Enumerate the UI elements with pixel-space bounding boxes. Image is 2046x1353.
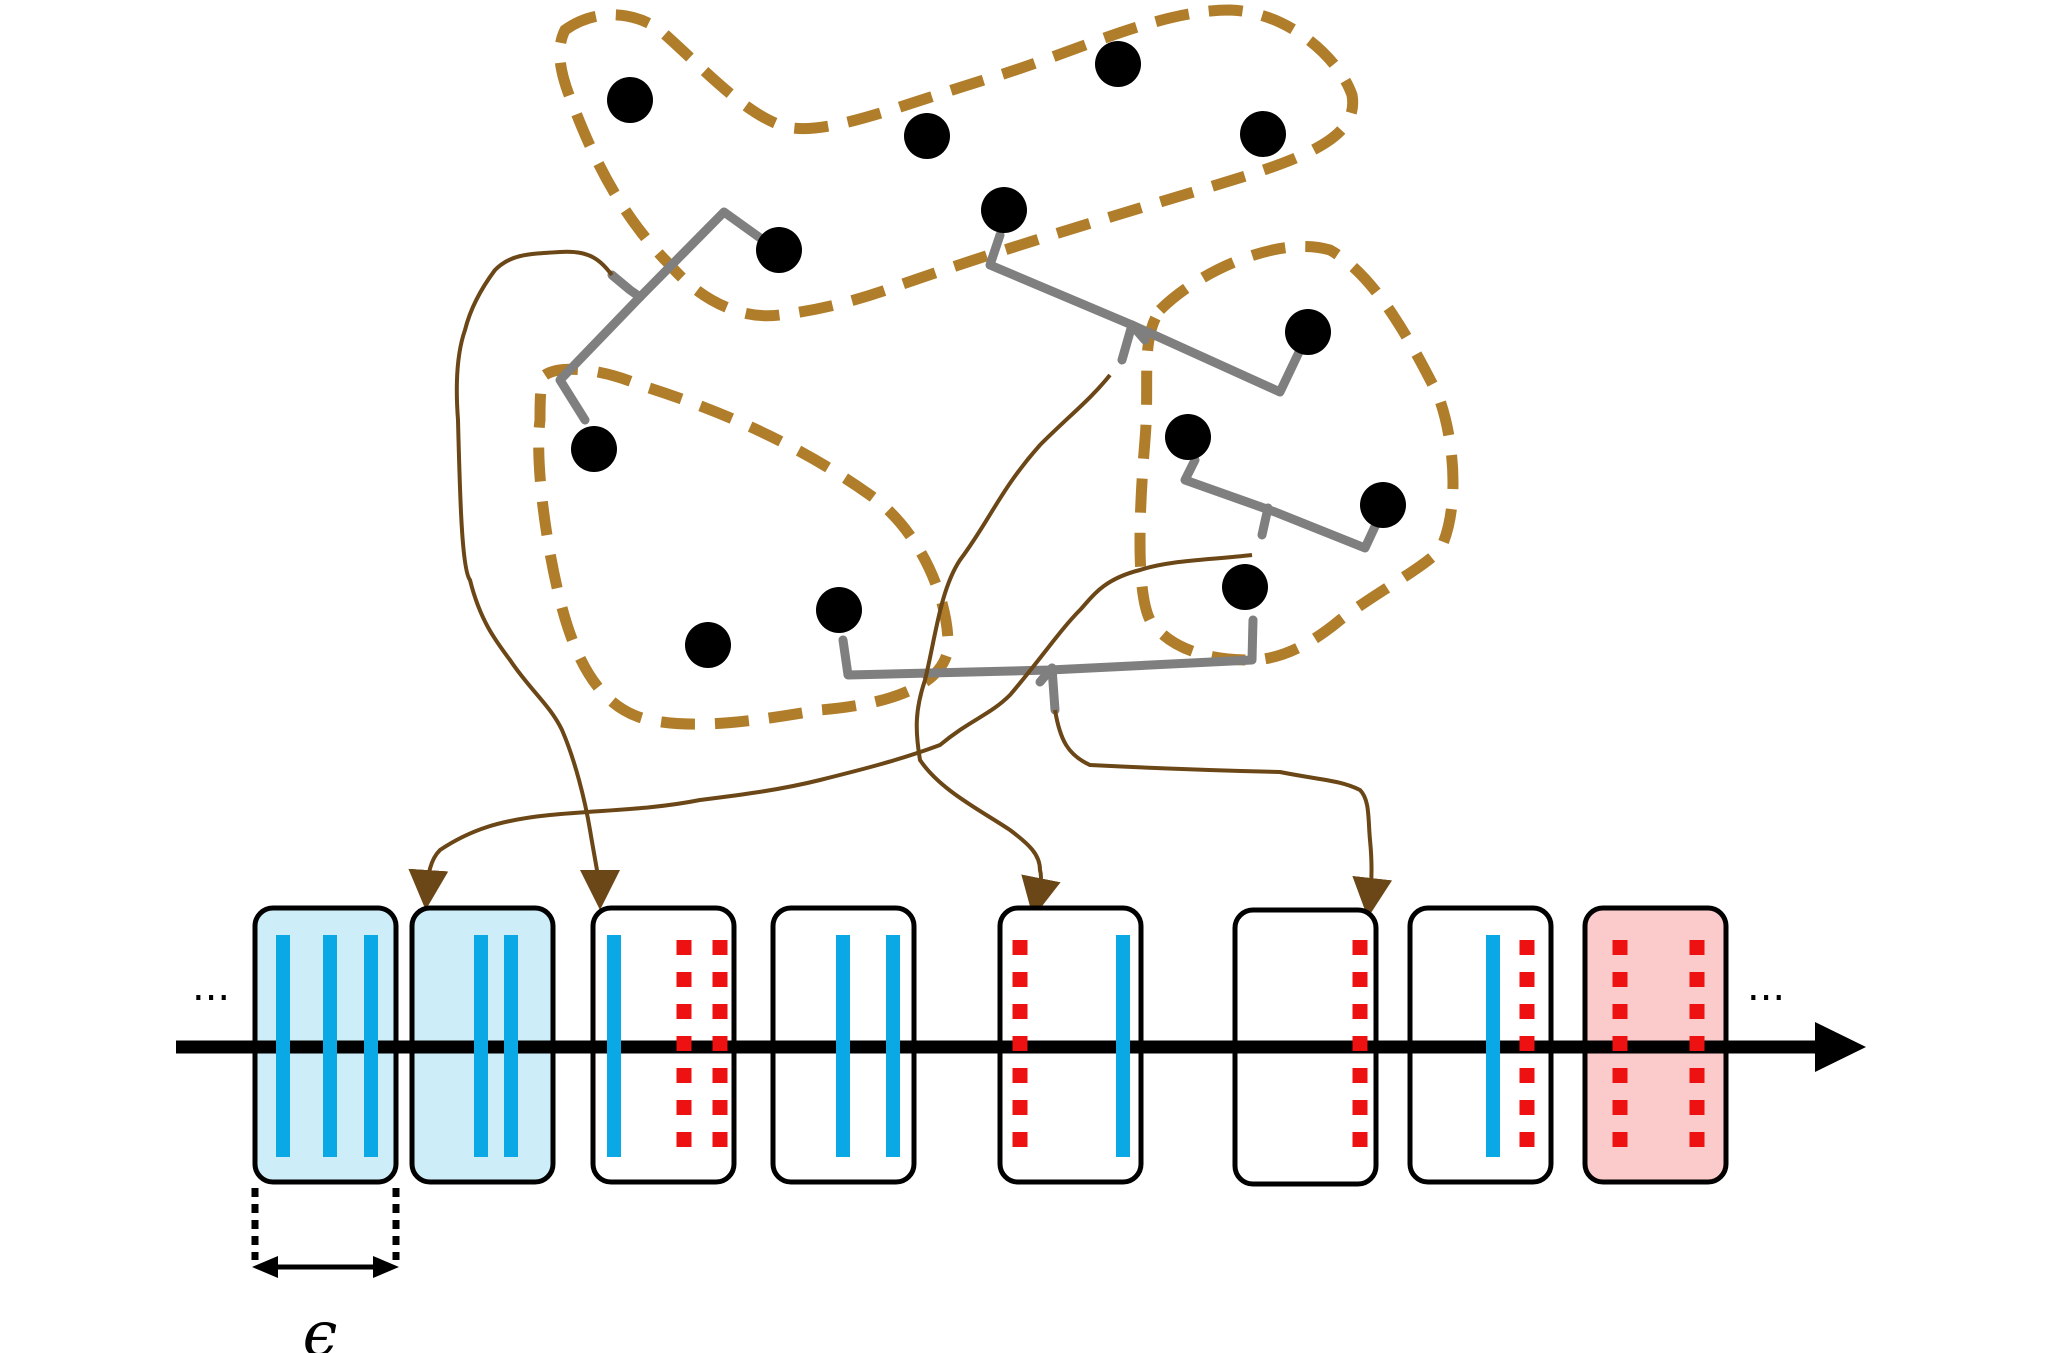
mapping-arrow-3 [914, 373, 1112, 918]
mapping-arrow-4 [1053, 709, 1393, 918]
mapping-arrows [408, 249, 1393, 918]
blue-bar [323, 935, 337, 1157]
timeline [176, 1022, 1866, 1072]
cluster-outline-right [1134, 241, 1459, 666]
data-point [756, 227, 802, 273]
data-point [685, 622, 731, 668]
red-dotted-columns [676, 940, 1705, 1157]
data-point [1285, 309, 1331, 355]
blue-bar [364, 935, 378, 1157]
data-point [1222, 564, 1268, 610]
cluster-outline-top [554, 4, 1359, 322]
data-point [816, 587, 862, 633]
blue-bar [276, 935, 290, 1157]
blue-bars [276, 935, 1500, 1157]
blue-bar [1486, 935, 1500, 1157]
timeline-left-ellipsis: ... [192, 964, 230, 1010]
blue-bar [1116, 935, 1130, 1157]
data-point [1165, 414, 1211, 460]
data-point [1240, 111, 1286, 157]
timeline-right-ellipsis: ... [1747, 964, 1785, 1010]
mapping-arrow-1 [454, 249, 620, 910]
cluster-outline-left [533, 363, 954, 730]
data-point [904, 113, 950, 159]
window-width-label: ϵ [303, 1297, 338, 1353]
blue-bar [607, 935, 621, 1157]
data-point [607, 77, 653, 123]
blue-bar [836, 935, 850, 1157]
data-points [571, 41, 1406, 668]
blue-bar [886, 935, 900, 1157]
mapping-arrow-2 [408, 553, 1253, 910]
data-point [571, 426, 617, 472]
timeline-arrowhead [1815, 1022, 1866, 1072]
cluster-outlines [533, 4, 1459, 730]
blue-bar [474, 935, 488, 1157]
window-width-marker [251, 1188, 400, 1278]
data-point [981, 187, 1027, 233]
data-point [1095, 41, 1141, 87]
data-point [1360, 482, 1406, 528]
merge-tree [555, 207, 1383, 715]
blue-bar [504, 935, 518, 1157]
